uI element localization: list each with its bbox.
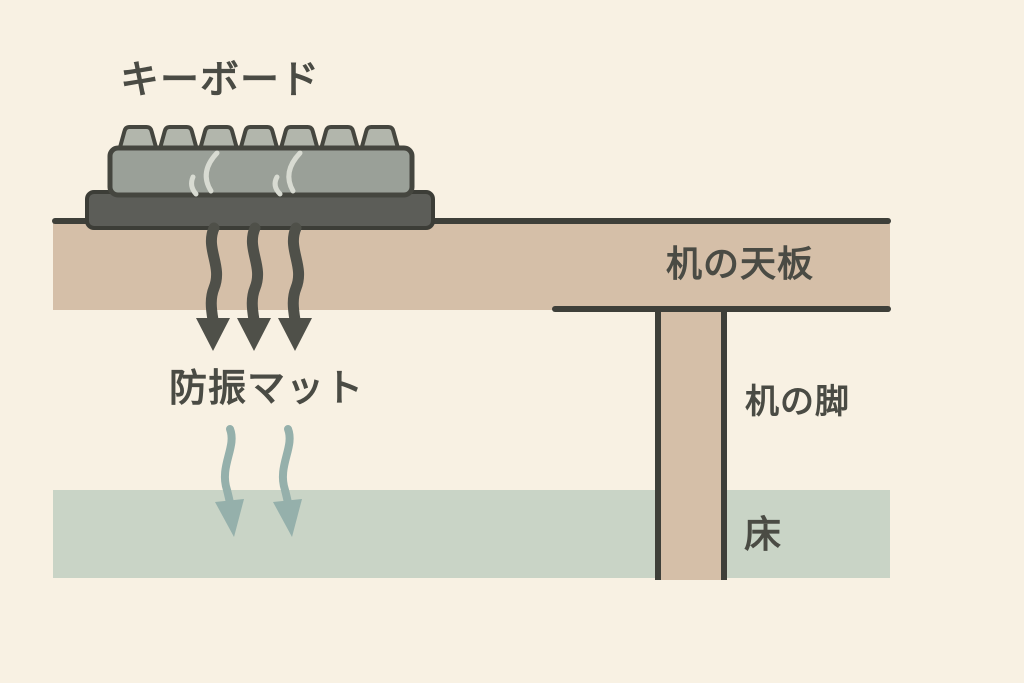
keyboard-keycaps-icon — [117, 125, 401, 153]
desk-leg-column — [655, 312, 727, 580]
dampened-vibration-arrows-icon — [215, 425, 302, 537]
vibration-mat-label: 防振マット — [169, 366, 365, 410]
vibration-wisps-icon — [189, 150, 303, 197]
keyboard-label: キーボード — [120, 58, 321, 103]
floor-band — [53, 490, 890, 578]
desk-top-label: 机の天板 — [666, 244, 815, 285]
keycap-icon — [157, 125, 200, 153]
keycap-icon — [278, 125, 321, 153]
desk-leg-label: 机の脚 — [745, 382, 850, 422]
keycap-icon — [117, 125, 159, 153]
desk-top-outline — [52, 218, 891, 224]
floor-label: 床 — [744, 513, 782, 556]
strong-vibration-arrows-icon — [196, 222, 312, 351]
desk-top-surface — [53, 222, 890, 310]
desk-bottom-outline — [552, 306, 891, 312]
keycap-icon — [318, 125, 361, 153]
keyboard-body-icon — [107, 145, 415, 198]
keycap-icon — [197, 125, 240, 153]
keycap-icon — [237, 125, 280, 153]
keycap-icon — [358, 125, 401, 153]
